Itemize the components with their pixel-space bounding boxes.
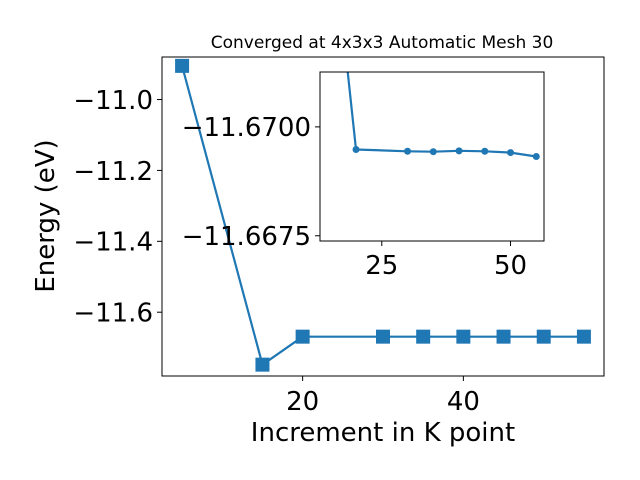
main-y-tick-label: −11.0: [73, 86, 153, 116]
main-y-ticks: −11.0 −11.2 −11.4 −11.6: [73, 86, 162, 329]
main-x-tick-label: 40: [447, 387, 480, 417]
inset-x-tick-label: 25: [365, 251, 398, 281]
x-axis-label: Increment in K point: [251, 418, 515, 448]
inset-chart: 25 50 −11.6700 −11.6675: [182, 71, 545, 281]
main-data-point: [576, 329, 591, 344]
main-data-point: [416, 329, 431, 344]
inset-y-tick-label: −11.6700: [182, 113, 311, 143]
main-data-point: [376, 329, 390, 344]
main-x-tick-label: 20: [286, 387, 319, 417]
inset-series-line: [346, 72, 538, 158]
inset-plot-area: [346, 72, 540, 160]
inset-x-tick-label: 50: [494, 251, 527, 281]
inset-x-ticks: 25 50: [365, 241, 527, 281]
inset-data-point: [481, 147, 489, 155]
main-data-point: [496, 329, 511, 344]
main-axes-frame: [161, 56, 605, 377]
inset-axes-frame: [319, 71, 545, 242]
inset-y-tick-label: −11.6675: [182, 222, 311, 252]
main-y-tick-label: −11.6: [73, 299, 153, 329]
inset-background: [320, 72, 544, 241]
main-y-tick-label: −11.4: [73, 228, 153, 258]
inset-data-point: [429, 148, 437, 156]
main-data-point: [255, 357, 270, 372]
main-y-tick-label: −11.2: [73, 157, 153, 187]
inset-y-ticks: −11.6700 −11.6675: [182, 113, 320, 252]
inset-data-point: [352, 146, 360, 154]
main-plot-area: [175, 58, 591, 372]
main-data-point: [295, 329, 310, 344]
inset-data-point: [455, 147, 463, 155]
inset-data-point: [507, 149, 515, 157]
main-data-point: [536, 329, 551, 344]
main-data-point: [175, 58, 190, 73]
inset-data-point: [532, 153, 540, 160]
y-axis-label: Energy (eV): [31, 139, 61, 292]
chart-title: Converged at 4x3x3 Automatic Mesh 30: [211, 33, 554, 53]
inset-data-point: [404, 147, 412, 155]
main-data-point: [456, 329, 471, 344]
